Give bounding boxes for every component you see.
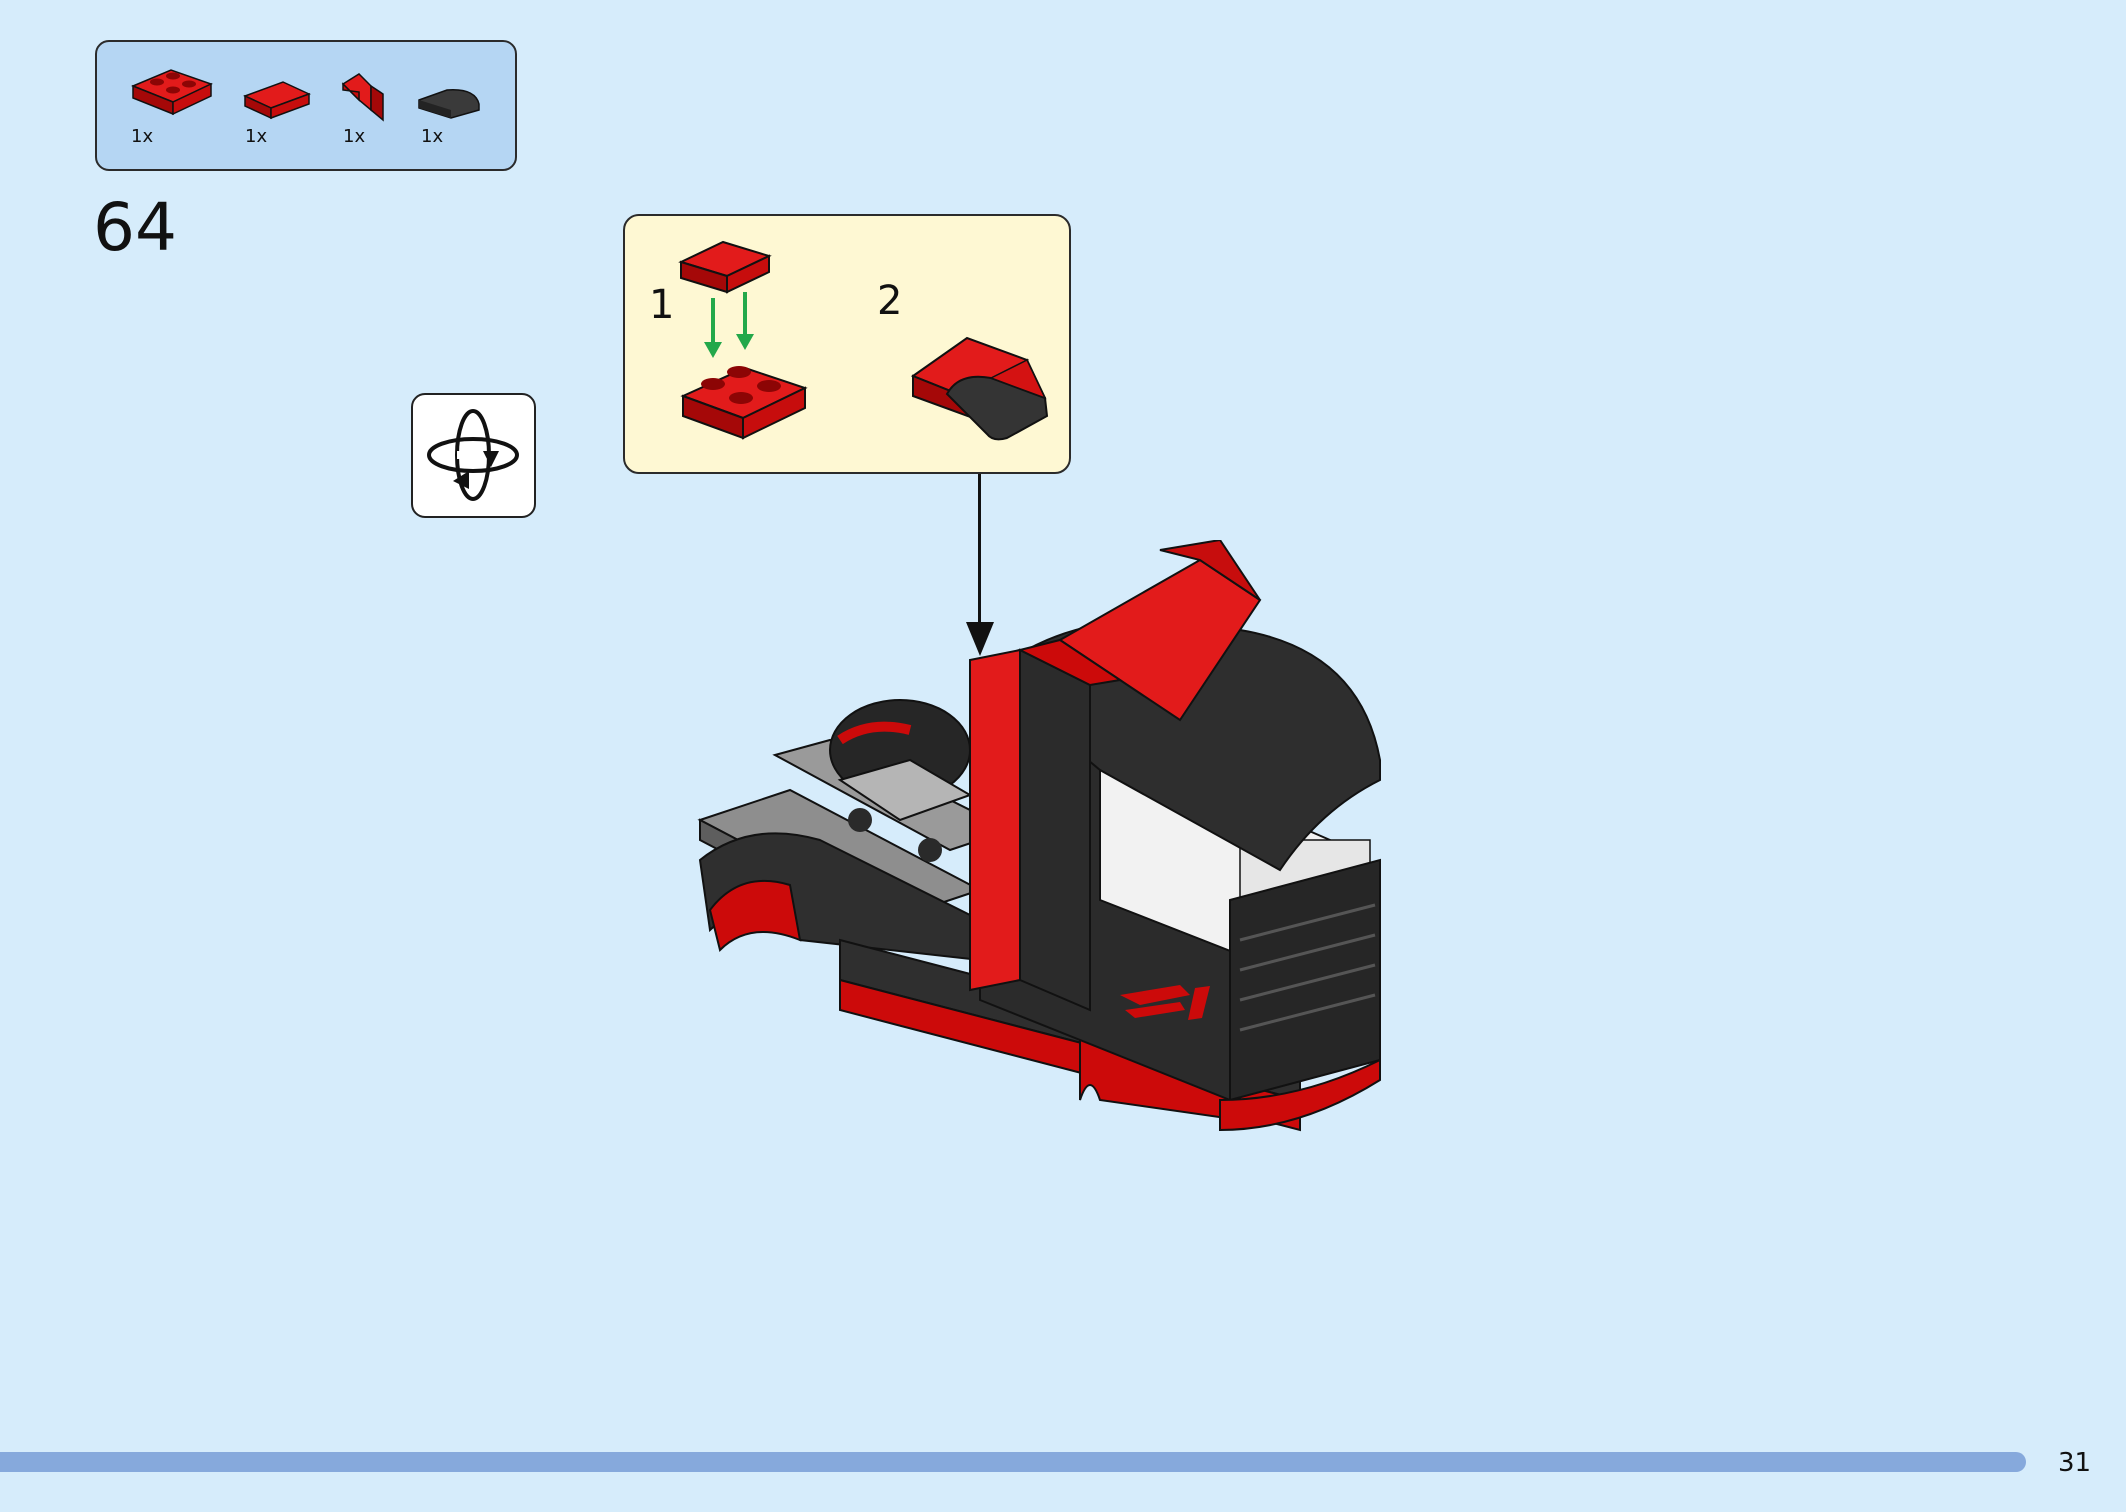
- red-plate-2x2-part: [131, 69, 213, 116]
- step-number: 64: [93, 189, 177, 266]
- rotate-model-icon: [427, 409, 519, 501]
- part-qty: 1x: [131, 126, 154, 147]
- truck-cab-model: [697, 540, 1381, 1132]
- part-qty: 1x: [245, 126, 268, 147]
- sub-step-2-illustration: [910, 336, 1049, 441]
- rotate-model-box: [411, 393, 536, 518]
- sub-assembly-callout: 1 2: [623, 214, 1071, 474]
- part-qty: 1x: [421, 126, 444, 147]
- sub-step-1-illustration: [678, 240, 808, 440]
- page-progress-bar: [0, 1452, 2026, 1472]
- sub-step-1-label: 1: [649, 282, 675, 328]
- page-number: 31: [2058, 1448, 2092, 1478]
- part-qty: 1x: [343, 126, 366, 147]
- parts-list-box: 1x 1x 1x 1x: [95, 40, 517, 171]
- black-curved-slope-part: [418, 89, 480, 119]
- sub-step-2-label: 2: [877, 278, 903, 324]
- callout-pointer-arrow: [966, 622, 994, 656]
- callout-pointer-line: [978, 474, 981, 624]
- red-slope-bracket-part: [341, 73, 384, 122]
- red-tile-1x2-part: [243, 81, 311, 120]
